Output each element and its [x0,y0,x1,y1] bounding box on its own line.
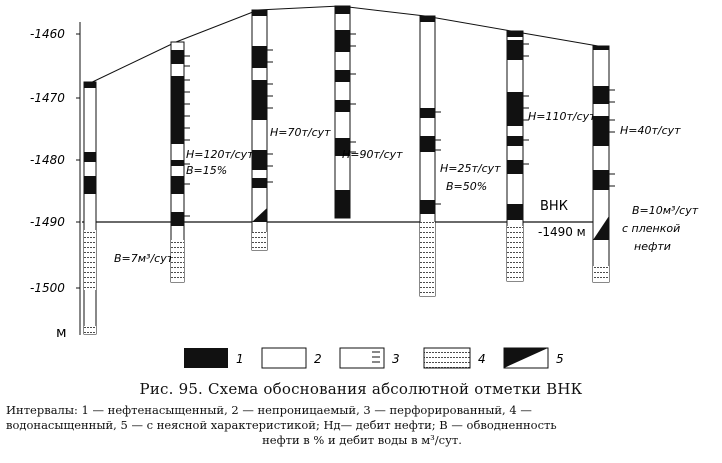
legend-label: 2 [314,352,322,366]
vnk-value: -1490 м [538,225,586,239]
figure-caption-title: Рис. 95. Схема обоснования абсолютной от… [139,380,583,398]
legend-label: 5 [556,352,564,366]
legend-perforation-marks [372,351,380,363]
oil-interval [335,30,350,52]
water-interval [171,240,184,282]
well-5: Н=25т/сут В=50% [419,15,501,297]
oil-interval [252,178,267,188]
caption-line: Интервалы: 1 — нефтенасыщенный, 2 — непр… [6,403,532,417]
perforation-marks [184,55,190,217]
oil-interval [593,170,609,190]
oil-interval [335,70,350,82]
oil-interval [84,152,96,162]
axis-tick-label: -1480 [30,153,65,167]
perforation-marks [609,89,615,187]
well-6: Н=110т/сут [506,30,596,282]
unclear-interval [252,208,267,222]
water-interval [593,266,609,282]
oil-interval [84,176,96,194]
legend-label: 1 [236,352,244,366]
water-interval [252,232,267,250]
well-note: Н=120т/сут [186,148,254,161]
water-interval [507,226,523,281]
oil-interval [171,212,184,226]
well-column [83,81,97,335]
well-note: Н=110т/сут [528,110,596,123]
well-note: Н=90т/сут [342,148,403,161]
legend-swatch-oil [184,348,228,368]
legend: 1 2 3 4 5 [184,347,564,369]
well-cap [84,82,96,88]
perforation-marks [350,33,356,153]
legend-label: 3 [392,352,400,366]
oil-interval [252,80,267,120]
well-note: Н=25т/сут [440,162,501,175]
legend-swatch-water [423,347,471,369]
well-cap [507,31,523,37]
well-column [592,45,610,283]
axis-tick-label: -1500 [30,281,65,295]
axis-tick-label: -1470 [30,91,65,105]
perforation-marks [435,111,441,205]
well-note: Н=70т/сут [270,126,331,139]
oil-interval [507,204,523,220]
water-interval [84,326,96,334]
perforation-marks [523,43,529,165]
oil-interval [507,160,523,174]
well-cap [593,46,609,50]
oil-interval [335,138,350,156]
well-note: нефти [634,240,671,253]
axis-tick-label: -1460 [30,27,65,41]
axis-tick-label: -1490 [30,215,65,229]
well-1: В=7м³/сут [83,81,174,335]
oil-interval [507,136,523,146]
well-note: с пленкой [622,222,680,235]
well-note: В=7м³/сут [114,252,174,265]
axis-unit: м [56,325,67,341]
well-cap [420,16,435,22]
oil-interval [171,160,184,166]
figure-caption-body: Интервалы: 1 — нефтенасыщенный, 2 — непр… [6,403,718,448]
well-cap [252,10,267,16]
depth-axis: -1460 -1470 -1480 -1490 -1500 м [30,22,81,341]
oil-interval [252,150,267,170]
oil-interval [593,116,609,146]
well-cap [335,6,350,14]
well-4: Н=90т/сут [334,5,403,219]
oil-interval [593,86,609,104]
well-note: В=50% [446,180,487,193]
unclear-interval [593,216,609,240]
oil-interval [420,200,435,214]
vnk-label: ВНК [540,199,568,214]
legend-unclear-fill [504,348,548,368]
oil-interval [420,108,435,118]
oil-interval [171,50,184,64]
oil-interval [335,100,350,112]
caption-line: нефти в % и дебит воды в м³/сут. [262,433,462,447]
oil-interval [420,136,435,152]
water-interval [420,222,435,296]
legend-swatch-impermeable [261,347,307,369]
perforation-marks [267,49,273,183]
legend-label: 4 [478,352,486,366]
legend-swatch-perforated [339,347,385,369]
well-note: Н=40т/сут [620,124,681,137]
oil-interval [171,76,184,144]
oil-interval [507,40,523,60]
well-note: В=15% [186,164,227,177]
oil-interval [507,92,523,126]
oil-interval [252,46,267,68]
oil-interval [335,190,350,218]
water-interval [84,230,96,290]
well-3: Н=70т/сут [251,9,331,251]
oil-interval [171,176,184,194]
well-note: В=10м³/сут [632,204,699,217]
well-7: Н=40т/сут В=10м³/сут с пленкой нефти [592,45,699,283]
well-2: Н=120т/сут В=15% [170,41,254,283]
caption-line: водонасыщенный, 5 — с неясной характерис… [6,418,557,432]
